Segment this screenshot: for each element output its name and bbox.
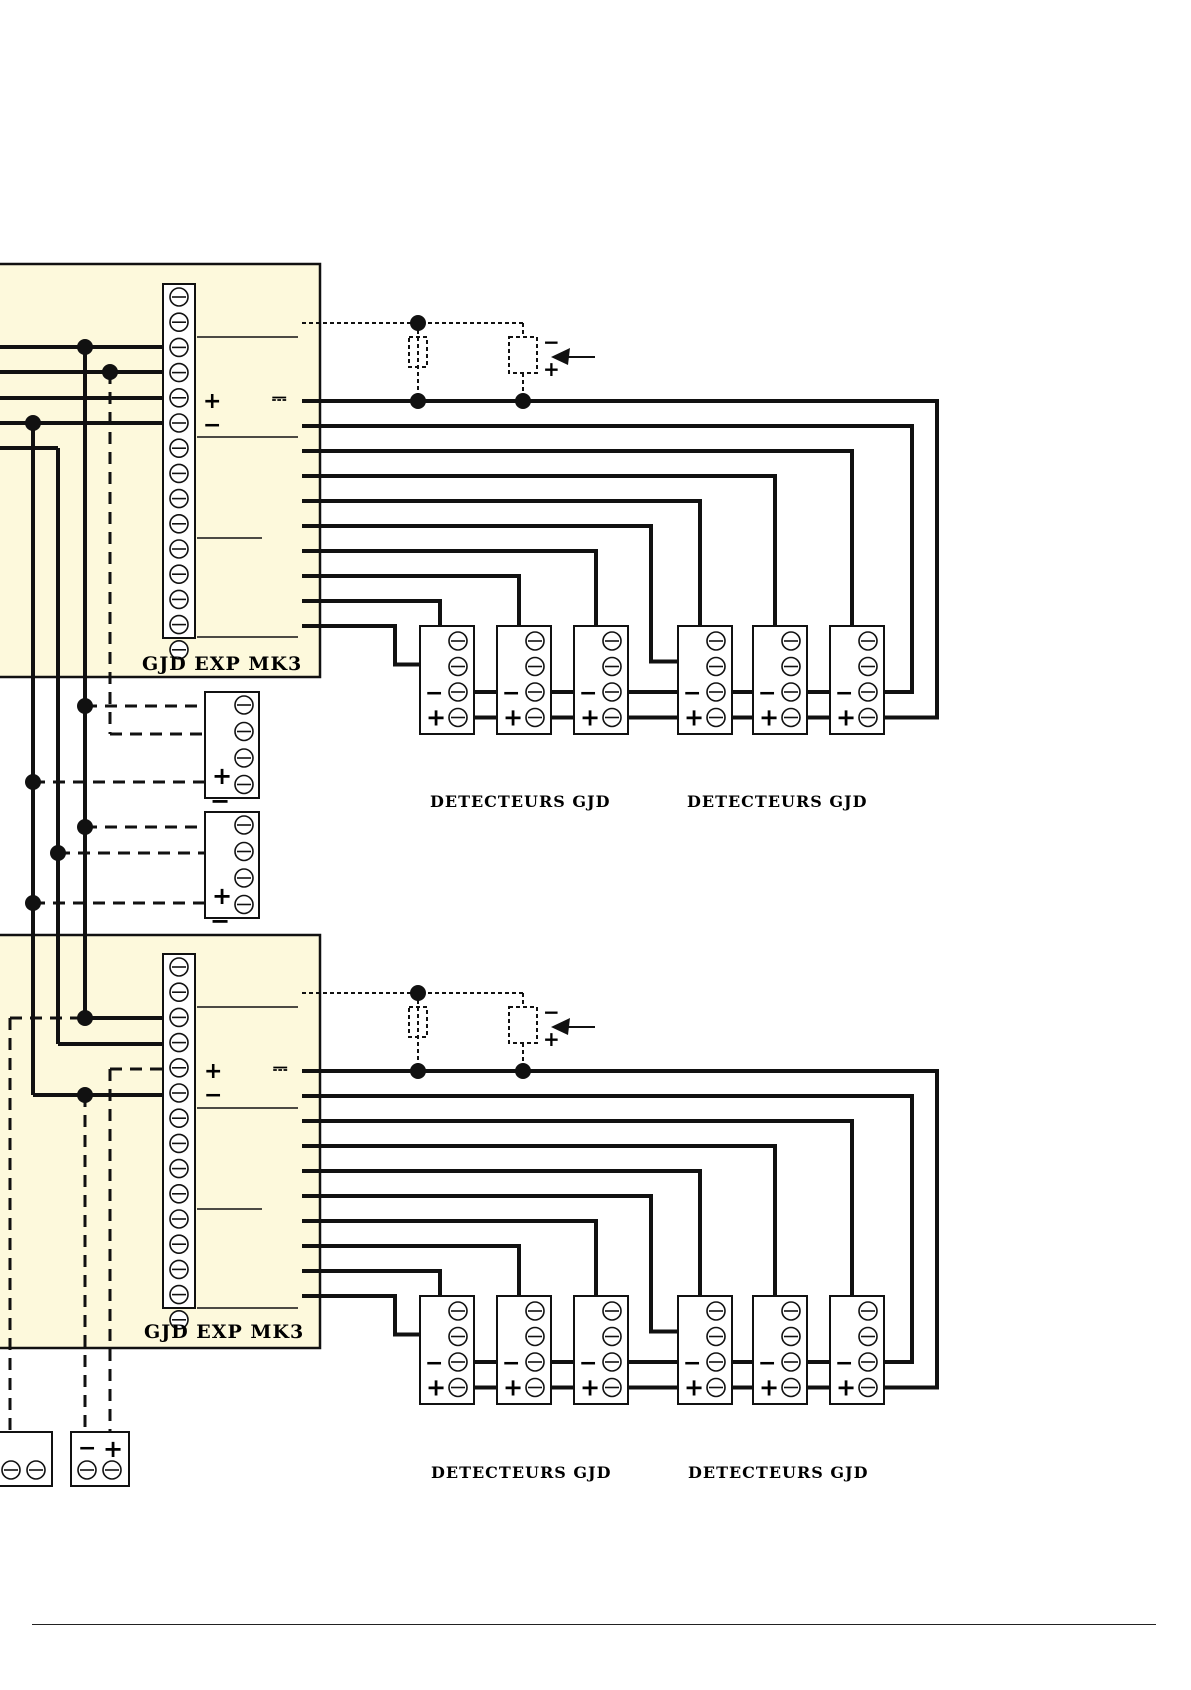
- svg-text:−: −: [835, 1351, 853, 1376]
- svg-text:+: +: [543, 1027, 560, 1051]
- bl-minus-sign: −: [78, 1436, 96, 1461]
- svg-text:+: +: [503, 1374, 523, 1402]
- svg-text:−: −: [835, 681, 853, 706]
- lower-dc-symbol: ⎓: [273, 1058, 288, 1079]
- right-wiring-lower: −+−+−+−+−+−+−+: [302, 985, 937, 1404]
- svg-text:−: −: [502, 1351, 520, 1376]
- svg-text:+: +: [212, 882, 232, 910]
- upper-minus-sign: −: [203, 413, 221, 438]
- svg-text:−: −: [579, 1351, 597, 1376]
- upper-dc-symbol: ⎓: [272, 388, 287, 409]
- module-upper-screws: [170, 288, 188, 659]
- module-upper-terminal-strip: [163, 284, 195, 638]
- svg-text:+: +: [836, 704, 856, 732]
- svg-text:−: −: [210, 787, 230, 815]
- svg-text:+: +: [543, 357, 560, 381]
- svg-text:−: −: [683, 681, 701, 706]
- detector-label-upper-right: DETECTEURS GJD: [687, 792, 868, 811]
- svg-text:+: +: [212, 762, 232, 790]
- module-lower: + − ⎓ GJD EXP MK3: [0, 935, 320, 1348]
- bottom-left-blocks: − +: [0, 1432, 129, 1486]
- svg-text:−: −: [683, 1351, 701, 1376]
- footer-rule: [32, 1624, 1156, 1625]
- detector-label-lower-left: DETECTEURS GJD: [431, 1463, 612, 1482]
- svg-text:+: +: [426, 704, 446, 732]
- module-upper-box: [0, 264, 320, 677]
- module-lower-box: [0, 935, 320, 1348]
- svg-text:+: +: [684, 704, 704, 732]
- svg-text:+: +: [684, 1374, 704, 1402]
- svg-text:−: −: [210, 907, 230, 935]
- svg-text:+: +: [426, 1374, 446, 1402]
- detector-label-upper-left: DETECTEURS GJD: [430, 792, 611, 811]
- module-upper: + − ⎓ GJD EXP MK3: [0, 264, 320, 677]
- right-wiring-upper: −+−+−+−+−+−+−+: [302, 315, 937, 734]
- module-lower-terminal-strip: [163, 954, 195, 1308]
- svg-text:+: +: [759, 704, 779, 732]
- detector-label-lower-right: DETECTEURS GJD: [688, 1463, 869, 1482]
- aux-terminal-blocks: +−+−: [205, 692, 259, 935]
- svg-text:+: +: [503, 704, 523, 732]
- svg-text:−: −: [543, 330, 560, 354]
- lower-minus-sign: −: [204, 1083, 222, 1108]
- svg-text:−: −: [579, 681, 597, 706]
- svg-text:−: −: [502, 681, 520, 706]
- module-upper-label: GJD EXP MK3: [142, 653, 302, 675]
- svg-text:+: +: [759, 1374, 779, 1402]
- svg-text:−: −: [758, 1351, 776, 1376]
- svg-text:−: −: [758, 681, 776, 706]
- module-lower-label: GJD EXP MK3: [144, 1321, 304, 1343]
- lower-plus-sign: +: [204, 1059, 222, 1084]
- svg-text:+: +: [836, 1374, 856, 1402]
- svg-text:−: −: [543, 1000, 560, 1024]
- svg-text:+: +: [580, 1374, 600, 1402]
- svg-text:−: −: [425, 681, 443, 706]
- bl-plus-sign: +: [103, 1435, 123, 1463]
- svg-text:−: −: [425, 1351, 443, 1376]
- svg-text:+: +: [580, 704, 600, 732]
- module-lower-screws: [170, 958, 188, 1329]
- upper-plus-sign: +: [203, 389, 221, 414]
